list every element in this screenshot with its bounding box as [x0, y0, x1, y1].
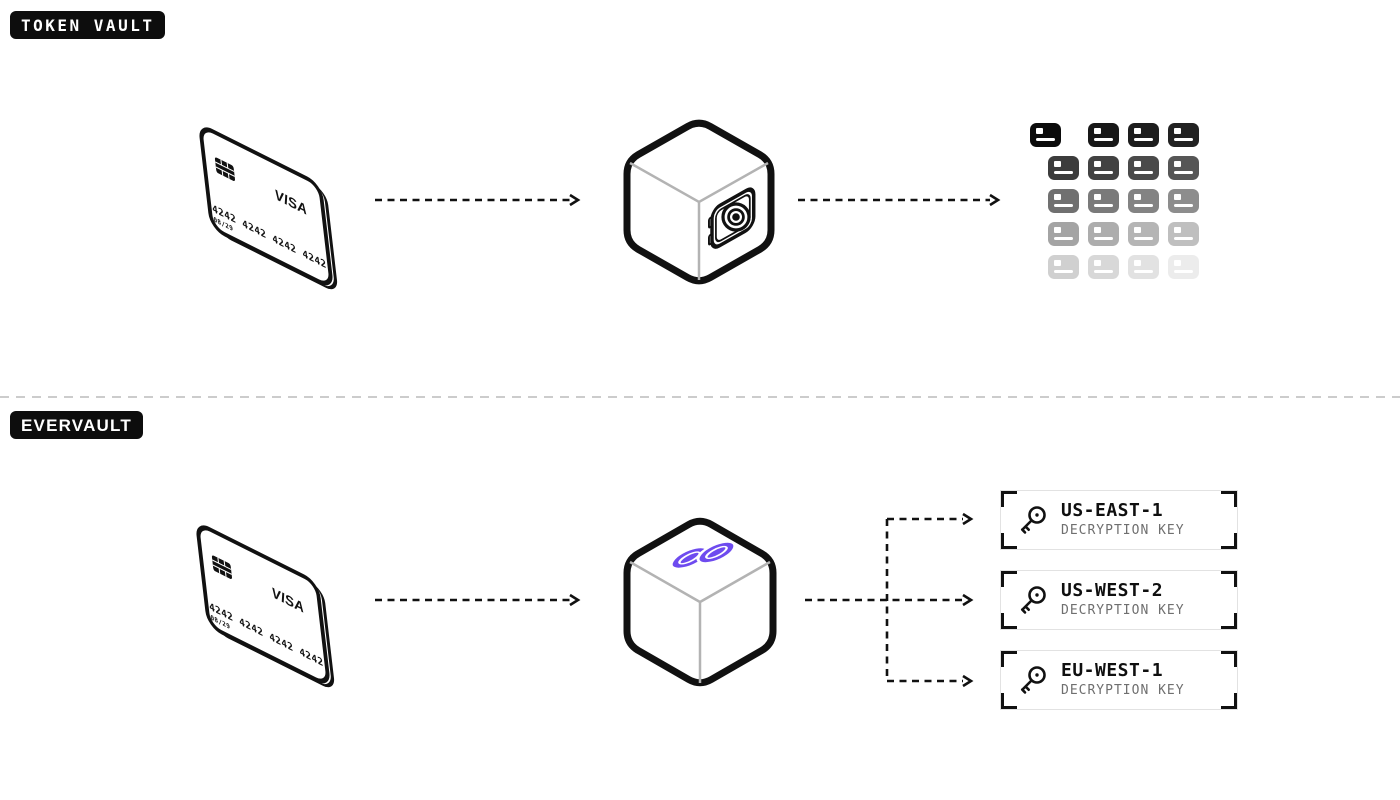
- evervault-cube: [623, 517, 777, 687]
- safe-door: [708, 187, 756, 249]
- card-chip-icon: [211, 555, 233, 579]
- evervault-logo: [669, 540, 737, 570]
- key-icon: [1020, 586, 1046, 614]
- safe-vault-cube: [623, 119, 775, 285]
- token-card-icon: [1128, 156, 1159, 180]
- token-card-icon: [1088, 255, 1119, 279]
- token-card-icon: [1128, 222, 1159, 246]
- region-box-eu-west-1: EU-WEST-1 DECRYPTION KEY: [1000, 650, 1238, 710]
- token-card-icon: [1088, 222, 1119, 246]
- token-card-icon: [1168, 222, 1199, 246]
- token-card-icon: [1048, 189, 1079, 213]
- section-divider: [0, 396, 1400, 398]
- token-card-icon: [1030, 123, 1061, 147]
- region-label: DECRYPTION KEY: [1061, 603, 1185, 618]
- region-name: US-EAST-1: [1061, 500, 1164, 521]
- token-card-icon: [1048, 156, 1079, 180]
- token-card-icon: [1048, 255, 1079, 279]
- key-icon: [1020, 666, 1046, 694]
- region-label: DECRYPTION KEY: [1061, 683, 1185, 698]
- token-card-icon: [1128, 255, 1159, 279]
- evervault-badge: EVERVAULT: [10, 411, 143, 439]
- decryption-region-list: US-EAST-1 DECRYPTION KEY US-WEST-2 DECRY…: [1000, 490, 1238, 730]
- key-icon: [1020, 506, 1046, 534]
- credit-card-top: VISA 4242 4242 4242 4242 08/29: [199, 127, 338, 290]
- token-card-icon: [1088, 123, 1119, 147]
- token-card-icon: [1168, 255, 1199, 279]
- token-card-icon: [1168, 123, 1199, 147]
- token-vault-badge: TOKEN VAULT: [10, 11, 166, 39]
- cube-inner-edges: [629, 161, 769, 280]
- card-chip-icon: [214, 157, 236, 181]
- token-card-icon: [1088, 156, 1119, 180]
- token-card-icon: [1048, 222, 1079, 246]
- token-grid: [1030, 123, 1199, 288]
- region-name: EU-WEST-1: [1061, 660, 1164, 681]
- region-box-us-west-2: US-WEST-2 DECRYPTION KEY: [1000, 570, 1238, 630]
- region-label: DECRYPTION KEY: [1061, 523, 1185, 538]
- token-card-icon: [1128, 189, 1159, 213]
- region-box-us-east-1: US-EAST-1 DECRYPTION KEY: [1000, 490, 1238, 550]
- token-card-icon: [1088, 189, 1119, 213]
- token-card-icon: [1168, 156, 1199, 180]
- token-card-icon: [1128, 123, 1159, 147]
- cube-inner-edges: [629, 560, 771, 683]
- credit-card-bottom: VISA 4242 4242 4242 4242 08/29: [196, 525, 335, 688]
- token-card-icon: [1168, 189, 1199, 213]
- region-name: US-WEST-2: [1061, 580, 1164, 601]
